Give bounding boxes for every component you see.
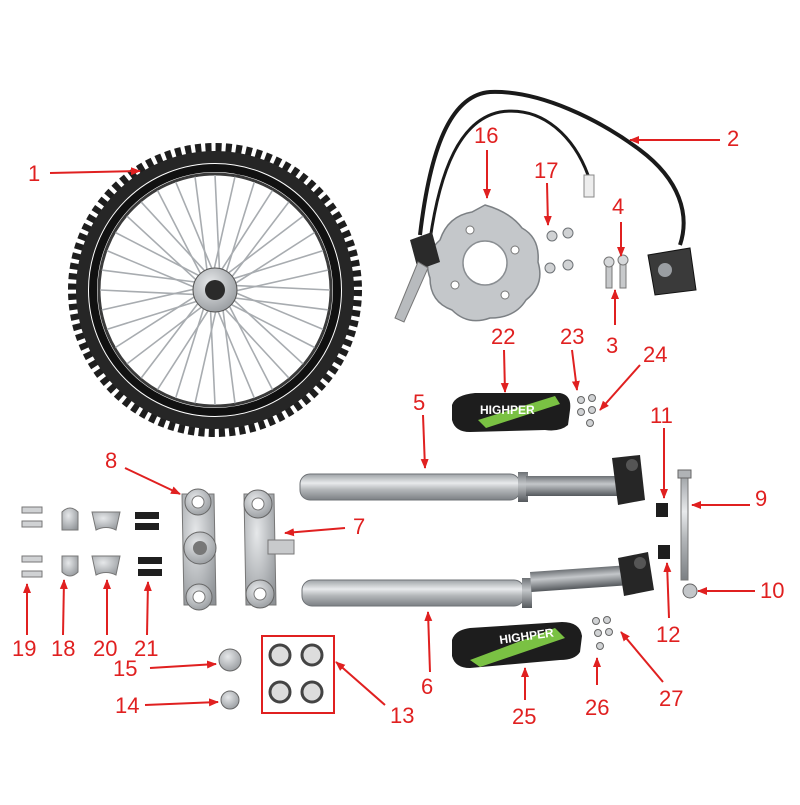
guard-brand-text-upper: HIGHPER [480,403,535,417]
wheel-spoke [223,181,256,280]
clamp-bolts [21,506,43,578]
guard-bolts-upper [577,394,596,427]
callout-8: 8 [105,448,118,473]
wheel-spoke [228,289,324,331]
callout-14: 14 [115,693,140,718]
wheel-spoke [140,296,204,379]
front-axle [677,469,692,581]
callout-17: 17 [534,158,559,183]
wheel-spoke [223,300,315,349]
wheel-spoke [221,215,304,279]
callout-7: 7 [353,514,366,539]
callout-26: 26 [585,695,610,720]
wheel-spoke [194,303,219,404]
wheel-spoke [219,302,290,379]
callout-15: 15 [113,656,138,681]
fork-guard-lower: HIGHPER [452,622,582,668]
wheel-spoke [101,286,202,311]
wheel-spoke [225,298,274,390]
wheel-spoke [106,298,205,331]
wheel-spoke [114,291,202,349]
callout-5: 5 [413,390,426,415]
callout-12: 12 [656,622,681,647]
wheel-spoke [209,303,216,406]
upper-triple-clamp [181,488,217,611]
wheel-spoke [214,174,221,277]
wheel-spoke [101,269,203,284]
wheel-spoke [156,303,214,391]
mount-bolts [135,512,162,576]
callout-25: 25 [512,704,537,729]
callout-13: 13 [390,703,415,728]
wheel-spoke [216,189,274,277]
callout-3: 3 [606,333,619,358]
disc-bolts [544,227,574,274]
callout-23: 23 [560,324,585,349]
spacer-lower [658,545,670,559]
callout-19: 19 [12,636,37,661]
callout-21: 21 [134,636,159,661]
stem-nut [220,690,240,710]
callout-22: 22 [491,324,516,349]
wheel-spoke [227,296,329,311]
callout-11: 11 [650,403,673,428]
handlebar-mount [91,511,121,576]
wheel-spoke [140,201,211,278]
steering-bearings [261,635,335,714]
wheel-spoke [221,302,236,404]
fork-guard-upper: HIGHPER [452,393,571,432]
wheel-spoke [174,300,207,399]
wheel-spoke [106,249,202,291]
wheel-spoke [115,231,207,280]
fork-tube-upper [299,455,645,505]
stem-washer [218,648,242,672]
callout-27: 27 [659,686,684,711]
wheel-spoke [194,176,209,278]
wheel-spoke [99,289,202,296]
axle-nut [682,583,698,599]
fork-tube-lower [301,552,654,608]
callout-1: 1 [28,161,41,186]
wheel-spoke [226,201,290,284]
wheel-spoke [211,176,236,277]
callout-10: 10 [760,578,785,603]
callout-2: 2 [727,126,740,151]
callout-9: 9 [755,486,768,511]
callout-24: 24 [643,342,668,367]
caliper-bolts [603,254,629,289]
callout-arrows [23,136,755,707]
guard-bolts-lower [592,616,613,650]
wheel-spoke [156,190,205,282]
wheel-spoke [227,294,304,365]
callout-18: 18 [51,636,76,661]
callout-4: 4 [612,194,625,219]
front-wheel [68,143,362,437]
callout-16: 16 [474,123,499,148]
wheel-spoke [228,231,316,289]
callout-6: 6 [421,674,434,699]
wheel-spoke [228,269,329,294]
callout-20: 20 [93,636,118,661]
wheel-spoke [126,215,203,286]
wheel-spoke [214,303,256,399]
wheel-spoke [126,301,209,365]
handlebar-clamp [61,507,79,577]
wheel-spoke [225,249,324,282]
wheel-spoke [174,181,216,277]
brake-disc [426,204,541,322]
brake-hose-assembly [394,89,697,323]
lower-triple-clamp [243,489,295,609]
spacer-upper [656,503,668,517]
wheel-spoke [228,284,331,291]
